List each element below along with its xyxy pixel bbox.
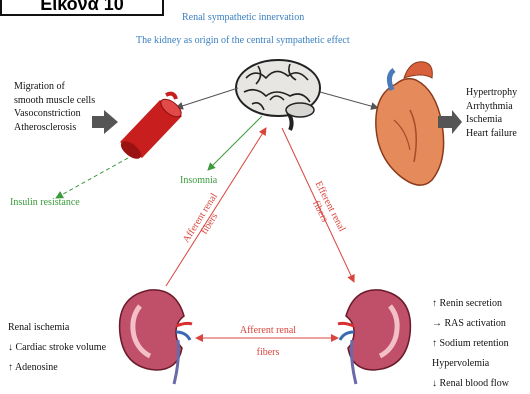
kidney-effect: → RAS activation	[432, 314, 509, 334]
heart-icon	[376, 62, 444, 185]
kidney-effect: Hypervolemia	[432, 354, 509, 374]
brain-to-vessel-arrow	[176, 88, 238, 108]
heart-effect: Hypertrophy	[466, 86, 517, 100]
afferent-horizontal-label: Afferent renal fibers	[223, 320, 313, 364]
vessel-effect: Migration of	[14, 80, 95, 94]
heart-effect: Arrhythmia	[466, 100, 517, 114]
kidney-effect: ↑ Renin secretion	[432, 294, 509, 314]
kidney-cause: ↑ Adenosine	[8, 358, 106, 378]
brain-to-heart-arrow	[320, 92, 378, 108]
vessel-effect: Vasoconstriction	[14, 107, 95, 121]
kidney-effect: ↑ Sodium retention	[432, 334, 509, 354]
heart-effect: Heart failure	[466, 127, 517, 141]
insulin-resistance-label: Insulin resistance	[10, 197, 80, 208]
right-kidney-effects: ↑ Renin secretion → RAS activation ↑ Sod…	[432, 294, 509, 394]
vessel-effects-list: Migration of smooth muscle cells Vasocon…	[14, 80, 95, 134]
brain-to-insomnia-arrow	[208, 116, 262, 170]
brain-icon	[236, 60, 320, 130]
left-kidney-icon	[120, 290, 192, 384]
kidney-cause: Renal ischemia	[8, 318, 106, 338]
afferent-horizontal-line: fibers	[223, 342, 313, 364]
blood-vessel-icon	[118, 94, 184, 162]
heart-effects-list: Hypertrophy Arrhythmia Ischemia Heart fa…	[466, 86, 517, 140]
kidney-cause: ↓ Cardiac stroke volume	[8, 338, 106, 358]
left-kidney-causes: Renal ischemia ↓ Cardiac stroke volume ↑…	[8, 318, 106, 378]
right-kidney-icon	[338, 290, 410, 384]
vessel-effect: Atherosclerosis	[14, 121, 95, 135]
heart-effect: Ischemia	[466, 113, 517, 127]
vessel-effects-arrow	[92, 110, 118, 134]
vessel-effect: smooth muscle cells	[14, 94, 95, 108]
afferent-horizontal-line: Afferent renal	[223, 320, 313, 342]
insomnia-label: Insomnia	[180, 175, 217, 186]
kidney-effect: ↓ Renal blood flow	[432, 374, 509, 394]
insulin-resistance-arrow	[56, 158, 128, 198]
